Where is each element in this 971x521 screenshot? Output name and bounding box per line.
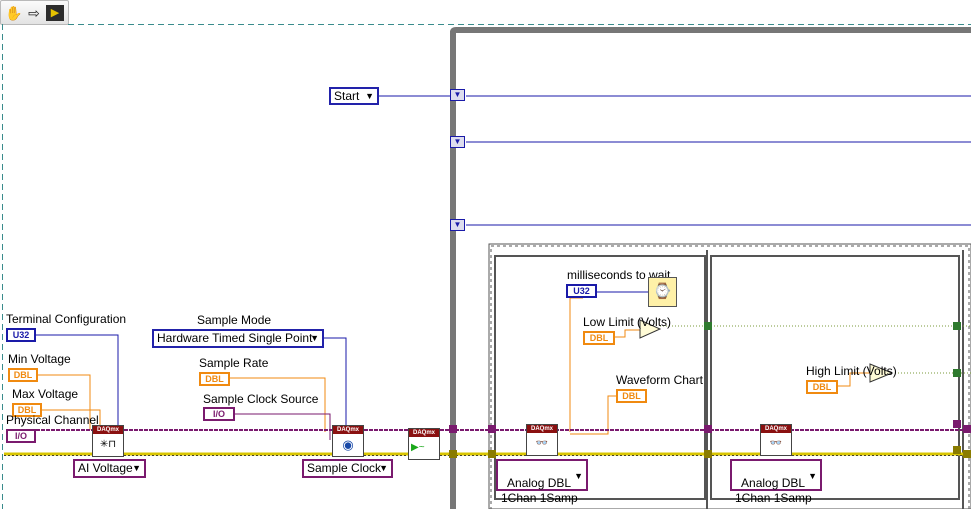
dropdown-arrow-icon: ▼ [574, 471, 583, 481]
vi-header: DAQmx [333, 426, 363, 434]
sample-rate-dbl-constant[interactable]: DBL [199, 372, 230, 386]
terminal-config-u32-constant[interactable]: U32 [6, 328, 36, 342]
analog-read-2-value: Analog DBL 1Chan 1Samp [735, 476, 812, 505]
min-voltage-label: Min Voltage [8, 352, 71, 366]
daqmx-create-channel-vi[interactable]: DAQmx ✳⊓ [92, 425, 124, 457]
tool-palette: ✋ ⇨ ▶ [0, 0, 69, 25]
sample-clock-value: Sample Clock [307, 461, 382, 475]
ai-voltage-value: AI Voltage [78, 461, 133, 475]
loop-tunnel-icon: ▼ [450, 136, 465, 148]
arrow-tool-icon[interactable]: ⇨ [28, 5, 40, 21]
vi-header: DAQmx [409, 429, 439, 437]
physical-channel-io-constant[interactable]: I/O [6, 429, 36, 443]
terminal-configuration-label: Terminal Configuration [6, 312, 127, 326]
daqmx-read-vi-1[interactable]: DAQmx 👓 [526, 424, 558, 456]
sample-clock-source-label: Sample Clock Source [203, 392, 319, 406]
clock-icon: ◉ [342, 437, 354, 452]
daqmx-read-vi-2[interactable]: DAQmx 👓 [760, 424, 792, 456]
sample-clock-source-io-constant[interactable]: I/O [203, 407, 235, 421]
low-limit-dbl-constant[interactable]: DBL [583, 331, 615, 345]
dropdown-arrow-icon: ▼ [310, 333, 319, 343]
dropdown-arrow-icon: ▼ [132, 463, 141, 473]
start-ring-value: Start [334, 89, 360, 103]
analog-read-ring-1[interactable]: Analog DBL 1Chan 1Samp ▼ [496, 459, 588, 505]
analog-read-1-value: Analog DBL 1Chan 1Samp [501, 476, 578, 505]
sample-mode-value: Hardware Timed Single Point [157, 331, 313, 345]
high-limit-label: High Limit (Volts) [806, 364, 897, 378]
sample-mode-ring[interactable]: Hardware Timed Single Point ▼ [152, 329, 324, 348]
max-voltage-dbl-constant[interactable]: DBL [12, 403, 42, 417]
waveform-chart-dbl-indicator[interactable]: DBL [616, 389, 647, 403]
read-glasses-icon: 👓 [535, 438, 549, 449]
start-ring[interactable]: Start ▼ [329, 87, 379, 105]
daqmx-timing-vi[interactable]: DAQmx ◉ [332, 425, 364, 457]
dropdown-arrow-icon: ▼ [808, 471, 817, 481]
high-limit-dbl-constant[interactable]: DBL [806, 380, 838, 394]
dropdown-arrow-icon: ▼ [379, 463, 388, 473]
wait-u32-constant[interactable]: U32 [566, 284, 597, 298]
physical-channel-label: Physical Channel [6, 413, 99, 427]
ai-voltage-ring[interactable]: AI Voltage ▼ [73, 459, 146, 478]
milliseconds-to-wait-label: milliseconds to wait [567, 268, 671, 282]
play-icon: ▶~ [411, 442, 425, 453]
low-limit-label: Low Limit (Volts) [583, 315, 672, 329]
loop-tunnel-icon: ▼ [450, 219, 465, 231]
loop-tunnel-icon: ▼ [450, 89, 465, 101]
dropdown-arrow-icon: ▼ [365, 91, 374, 101]
read-glasses-icon: 👓 [769, 438, 783, 449]
vi-header: DAQmx [93, 426, 123, 434]
hand-tool-icon[interactable]: ✋ [5, 5, 23, 21]
analog-read-ring-2[interactable]: Analog DBL 1Chan 1Samp ▼ [730, 459, 822, 505]
vi-header: DAQmx [761, 425, 791, 433]
sample-clock-ring[interactable]: Sample Clock ▼ [302, 459, 393, 478]
create-channel-icon: ✳⊓ [99, 439, 117, 450]
waveform-chart-label: Waveform Chart [616, 373, 703, 387]
wait-timer-icon[interactable]: ⌚ [648, 277, 677, 307]
run-tool-icon[interactable]: ▶ [46, 5, 64, 21]
daqmx-start-task-vi[interactable]: DAQmx ▶~ [408, 428, 440, 460]
max-voltage-label: Max Voltage [12, 387, 79, 401]
vi-header: DAQmx [527, 425, 557, 433]
sample-rate-label: Sample Rate [199, 356, 269, 370]
sample-mode-label: Sample Mode [197, 313, 272, 327]
while-loop-frame [450, 27, 971, 509]
block-diagram-wires [2, 24, 971, 509]
min-voltage-dbl-constant[interactable]: DBL [8, 368, 38, 382]
